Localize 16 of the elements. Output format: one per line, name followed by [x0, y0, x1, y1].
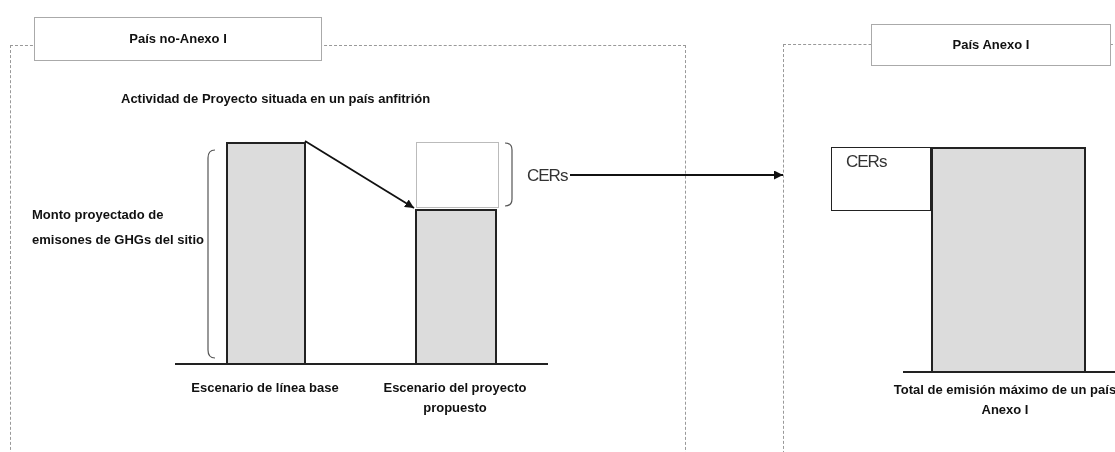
credit-box — [831, 147, 931, 211]
bar-caption: Escenario del proyecto propuesto — [382, 379, 528, 418]
emission-bar — [226, 142, 306, 365]
bar-caption: Escenario de línea base — [190, 379, 340, 397]
panel-heading: País Anexo I — [871, 24, 1111, 66]
arrow — [569, 170, 784, 180]
bar-caption: Total de emisión máximo de un país Anexo I — [892, 381, 1115, 420]
credit-label: CERs — [846, 152, 887, 172]
credit-box — [416, 142, 499, 208]
axis-caption: Monto proyectado de emisones de GHGs del sitio — [32, 206, 205, 249]
arrow — [304, 140, 415, 209]
emission-bar — [415, 209, 497, 365]
panel-heading: País no-Anexo I — [34, 17, 322, 61]
credit-label: CERs — [527, 161, 571, 191]
emission-bar — [931, 147, 1086, 373]
panel-subtitle: Actividad de Proyecto situada en un país anfitrión — [121, 90, 432, 108]
